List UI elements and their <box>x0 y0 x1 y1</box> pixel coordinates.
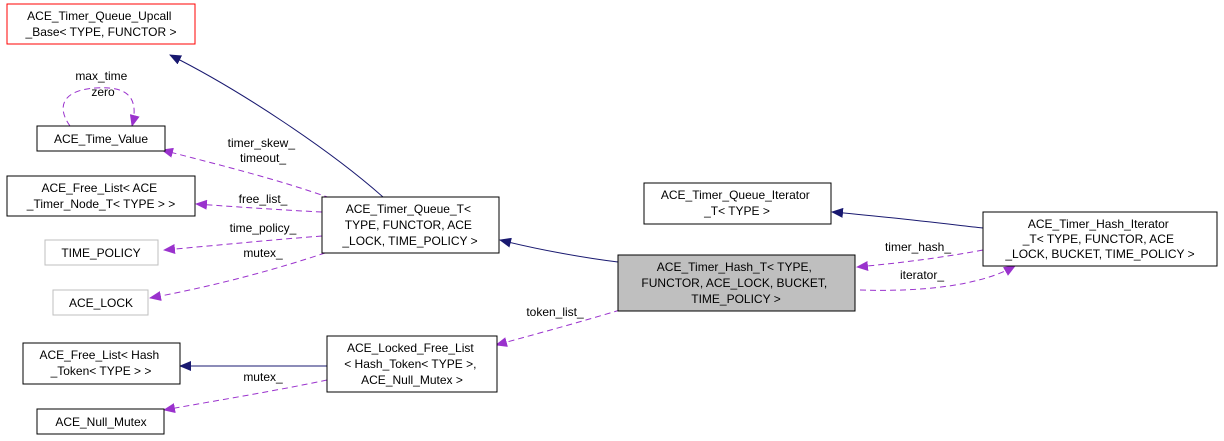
svg-text:ACE_Timer_Queue_Upcall _: ACE_Timer_Queue_Upcall _Base< TYPE, FUNC… <box>25 9 177 39</box>
node-hash-iterator[interactable]: ACE_Timer_Hash_Iterator _T< TYPE, FUNCTO… <box>982 211 1218 267</box>
edge-queue-to-upcall-base <box>169 54 384 198</box>
label-timer-hash: timer_hash_ <box>885 240 951 254</box>
svg-text:ACE_Free_List< Hash _Tok: ACE_Free_List< Hash _Token< TYPE > > <box>39 348 162 378</box>
node-time-value[interactable]: ACE_Time_Value <box>36 125 166 152</box>
edge-hash-iterator-to-queue-iterator <box>831 207 984 229</box>
svg-text:ACE_Timer_Hash_Iterator: ACE_Timer_Hash_Iterator _T< TYPE, FUNCTO… <box>1004 217 1194 261</box>
node-queue-iterator[interactable]: ACE_Timer_Queue_Iterator _T< TYPE > <box>643 182 832 225</box>
svg-text:ACE_Timer_Queue_Iterator: ACE_Timer_Queue_Iterator _T< TYPE > <box>661 188 813 218</box>
node-timer-queue-t[interactable]: ACE_Timer_Queue_T< TYPE, FUNCTOR, ACE _L… <box>321 196 500 254</box>
label-max-time-zero: max_time zero <box>75 69 130 99</box>
node-time-policy[interactable]: TIME_POLICY <box>44 239 159 266</box>
label-free-list: free_list_ <box>239 192 288 206</box>
label-mutex-null: mutex_ <box>243 370 283 384</box>
edge-time-value-to-queue <box>161 147 331 199</box>
node-free-list-timer-node[interactable]: ACE_Free_List< ACE _Timer_Node_T< TYPE >… <box>6 175 196 217</box>
node-ace-lock[interactable]: ACE_LOCK <box>52 289 149 316</box>
label-mutex-lock: mutex_ <box>243 246 283 260</box>
svg-text:ACE_Timer_Queue_T< TYPE,: ACE_Timer_Queue_T< TYPE, FUNCTOR, ACE _L… <box>341 202 477 248</box>
svg-text:ACE_Locked_Free_List < H: ACE_Locked_Free_List < Hash_Token< TYPE … <box>344 341 480 387</box>
node-timer-hash-t[interactable]: ACE_Timer_Hash_T< TYPE, FUNCTOR, ACE_LOC… <box>617 254 856 312</box>
edge-hash-to-queue <box>499 237 619 263</box>
edge-hash-iterator-to-hash <box>859 265 1016 291</box>
label-token-list: token_list_ <box>526 305 584 319</box>
edge-locked-free-list-to-hash <box>495 309 621 347</box>
node-upcall-base[interactable]: ACE_Timer_Queue_Upcall _Base< TYPE, FUNC… <box>6 3 196 45</box>
svg-text:ACE_Null_Mutex: ACE_Null_Mutex <box>55 415 146 429</box>
edge-time-value-self <box>62 87 140 127</box>
edge-free-list-node-to-queue <box>195 199 323 213</box>
node-free-list-hash-token[interactable]: ACE_Free_List< Hash _Token< TYPE > > <box>22 342 181 385</box>
svg-text:ACE_Timer_Hash_T< TYPE,: ACE_Timer_Hash_T< TYPE, FUNCTOR, ACE_LOC… <box>641 260 830 306</box>
edge-hash-to-hash-iterator <box>856 249 984 271</box>
svg-text:ACE_Free_List< ACE _Time: ACE_Free_List< ACE _Timer_Node_T< TYPE >… <box>26 181 175 211</box>
node-locked-free-list[interactable]: ACE_Locked_Free_List < Hash_Token< TYPE … <box>326 335 498 393</box>
edge-null-mutex-to-locked-free-list <box>163 379 328 413</box>
edge-ace-lock-to-queue <box>149 252 326 301</box>
label-timer-skew-timeout: timer_skew_ timeout_ <box>228 136 299 165</box>
svg-text:ACE_Time_Value: ACE_Time_Value <box>54 132 148 146</box>
label-iterator: iterator_ <box>900 268 944 282</box>
svg-text:ACE_LOCK: ACE_LOCK <box>69 296 133 310</box>
label-time-policy: time_policy_ <box>230 221 297 235</box>
svg-text:TIME_POLICY: TIME_POLICY <box>61 246 140 260</box>
node-null-mutex[interactable]: ACE_Null_Mutex <box>36 408 165 435</box>
